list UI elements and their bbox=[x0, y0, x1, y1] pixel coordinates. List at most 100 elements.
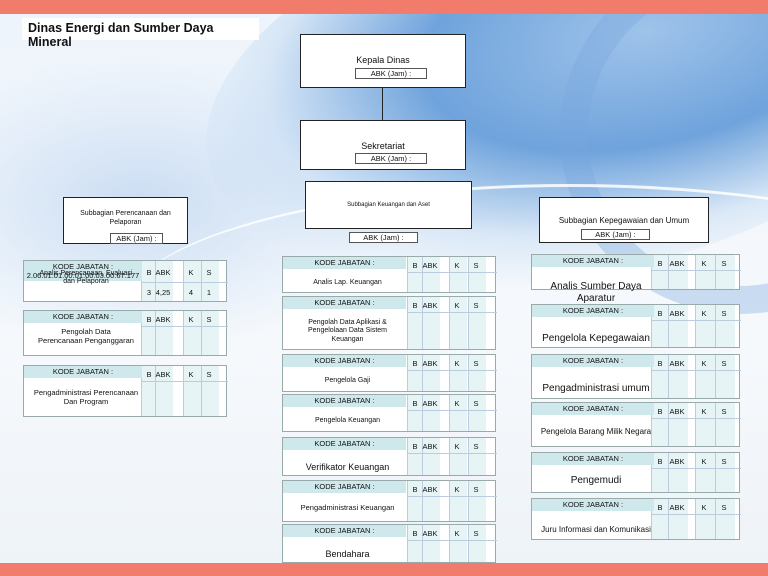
job-code-header: KODE JABATAN : bbox=[24, 311, 142, 323]
value-cell: 4,25 bbox=[155, 288, 171, 297]
job-code-header: KODE JABATAN : bbox=[532, 453, 654, 465]
row-divider bbox=[651, 370, 741, 371]
value-column bbox=[422, 525, 440, 562]
value-column bbox=[468, 438, 486, 475]
row-divider bbox=[651, 320, 741, 321]
row-divider bbox=[407, 410, 497, 411]
value-column bbox=[449, 395, 467, 431]
value-column bbox=[422, 257, 440, 292]
value-column bbox=[449, 525, 467, 562]
job-title: Pengolah Data Perencanaan Penganggaran bbox=[38, 327, 134, 345]
value-column-header: B bbox=[412, 442, 418, 451]
value-column-header: K bbox=[188, 370, 194, 379]
value-column-header: K bbox=[701, 457, 707, 466]
value-column bbox=[141, 261, 159, 301]
value-column-header: B bbox=[657, 309, 663, 318]
value-column bbox=[651, 255, 671, 289]
value-column bbox=[668, 453, 688, 492]
value-column bbox=[668, 403, 688, 446]
value-column bbox=[407, 438, 425, 475]
row-divider bbox=[651, 418, 741, 419]
job-table: KODE JABATAN : Pengolah Data Perencanaan … bbox=[23, 310, 228, 356]
value-column bbox=[201, 366, 219, 416]
value-column bbox=[695, 255, 715, 289]
job-title: Analis Perencanaan, Evaluasi dan Pelapor… bbox=[39, 270, 133, 286]
value-column bbox=[201, 261, 219, 301]
value-column bbox=[183, 311, 201, 355]
job-code-header: KODE JABATAN : bbox=[283, 395, 406, 407]
value-column-header: K bbox=[454, 529, 460, 538]
job-code-header: KODE JABATAN : bbox=[532, 305, 654, 317]
job-code-header: KODE JABATAN : bbox=[283, 297, 406, 309]
value-column bbox=[668, 355, 688, 398]
value-column-header: S bbox=[206, 315, 212, 324]
value-column-header: K bbox=[701, 259, 707, 268]
row-divider bbox=[407, 370, 497, 371]
value-column-header: S bbox=[721, 457, 727, 466]
value-column-header: S bbox=[206, 268, 212, 277]
finance-unit-node: Subbagian Keuangan dan Aset bbox=[305, 181, 472, 229]
value-column bbox=[695, 453, 715, 492]
value-column bbox=[715, 403, 735, 446]
finance-unit-abk: ABK (Jam) : bbox=[349, 232, 418, 243]
value-column-header: B bbox=[657, 259, 663, 268]
value-column bbox=[668, 255, 688, 289]
value-column bbox=[449, 355, 467, 391]
value-column bbox=[407, 525, 425, 562]
value-column bbox=[715, 305, 735, 347]
job-table: KODE JABATAN : 2.06.01.01.00.01.00.03.00… bbox=[23, 260, 228, 302]
value-column bbox=[407, 257, 425, 292]
value-column bbox=[183, 261, 201, 301]
job-code-header: KODE JABATAN : bbox=[532, 355, 654, 367]
value-column-header: S bbox=[473, 485, 479, 494]
value-column-header: S bbox=[473, 301, 479, 310]
value-column-header: ABK bbox=[422, 359, 438, 368]
value-column bbox=[155, 261, 173, 301]
value-column-header: ABK bbox=[422, 399, 438, 408]
head-abk: ABK (Jam) : bbox=[355, 68, 427, 79]
value-column-header: ABK bbox=[669, 259, 685, 268]
bottom-band bbox=[0, 563, 768, 576]
value-column-header: ABK bbox=[669, 457, 685, 466]
value-column bbox=[651, 403, 671, 446]
value-column-header: K bbox=[454, 442, 460, 451]
row-divider bbox=[141, 326, 228, 327]
job-code-header: KODE JABATAN : bbox=[283, 257, 406, 269]
value-column bbox=[468, 525, 486, 562]
value-column-header: B bbox=[412, 485, 418, 494]
planning-unit-abk: ABK (Jam) : bbox=[110, 233, 163, 244]
value-column-header: K bbox=[188, 268, 194, 277]
value-column-header: B bbox=[412, 301, 418, 310]
job-code-header: KODE JABATAN : 2.06.01.01.00.01.00.03.00… bbox=[24, 261, 142, 281]
value-column-header: ABK bbox=[422, 261, 438, 270]
job-code-header: KODE JABATAN : bbox=[283, 438, 406, 450]
value-column-header: S bbox=[473, 359, 479, 368]
value-column-header: B bbox=[412, 261, 418, 270]
value-column bbox=[468, 257, 486, 292]
value-cell: 1 bbox=[206, 288, 212, 297]
job-code-header: KODE JABATAN : bbox=[532, 499, 654, 511]
value-column bbox=[201, 311, 219, 355]
value-column-header: S bbox=[473, 442, 479, 451]
value-column bbox=[449, 297, 467, 349]
job-title: Analis Sumber Daya Aparatur bbox=[550, 281, 642, 304]
value-column-header: K bbox=[454, 301, 460, 310]
job-title: Pengelola Keuangan bbox=[314, 417, 380, 424]
value-column-header: S bbox=[721, 309, 727, 318]
value-column-header: B bbox=[412, 529, 418, 538]
job-code-header: KODE JABATAN : bbox=[283, 525, 406, 537]
value-column-header: K bbox=[454, 261, 460, 270]
value-column-header: ABK bbox=[669, 503, 685, 512]
row-divider bbox=[141, 282, 228, 283]
value-column-header: ABK bbox=[422, 301, 438, 310]
value-column bbox=[651, 305, 671, 347]
value-column-header: ABK bbox=[422, 529, 438, 538]
value-column bbox=[668, 305, 688, 347]
job-code-header: KODE JABATAN : bbox=[283, 355, 406, 367]
value-column bbox=[449, 481, 467, 521]
